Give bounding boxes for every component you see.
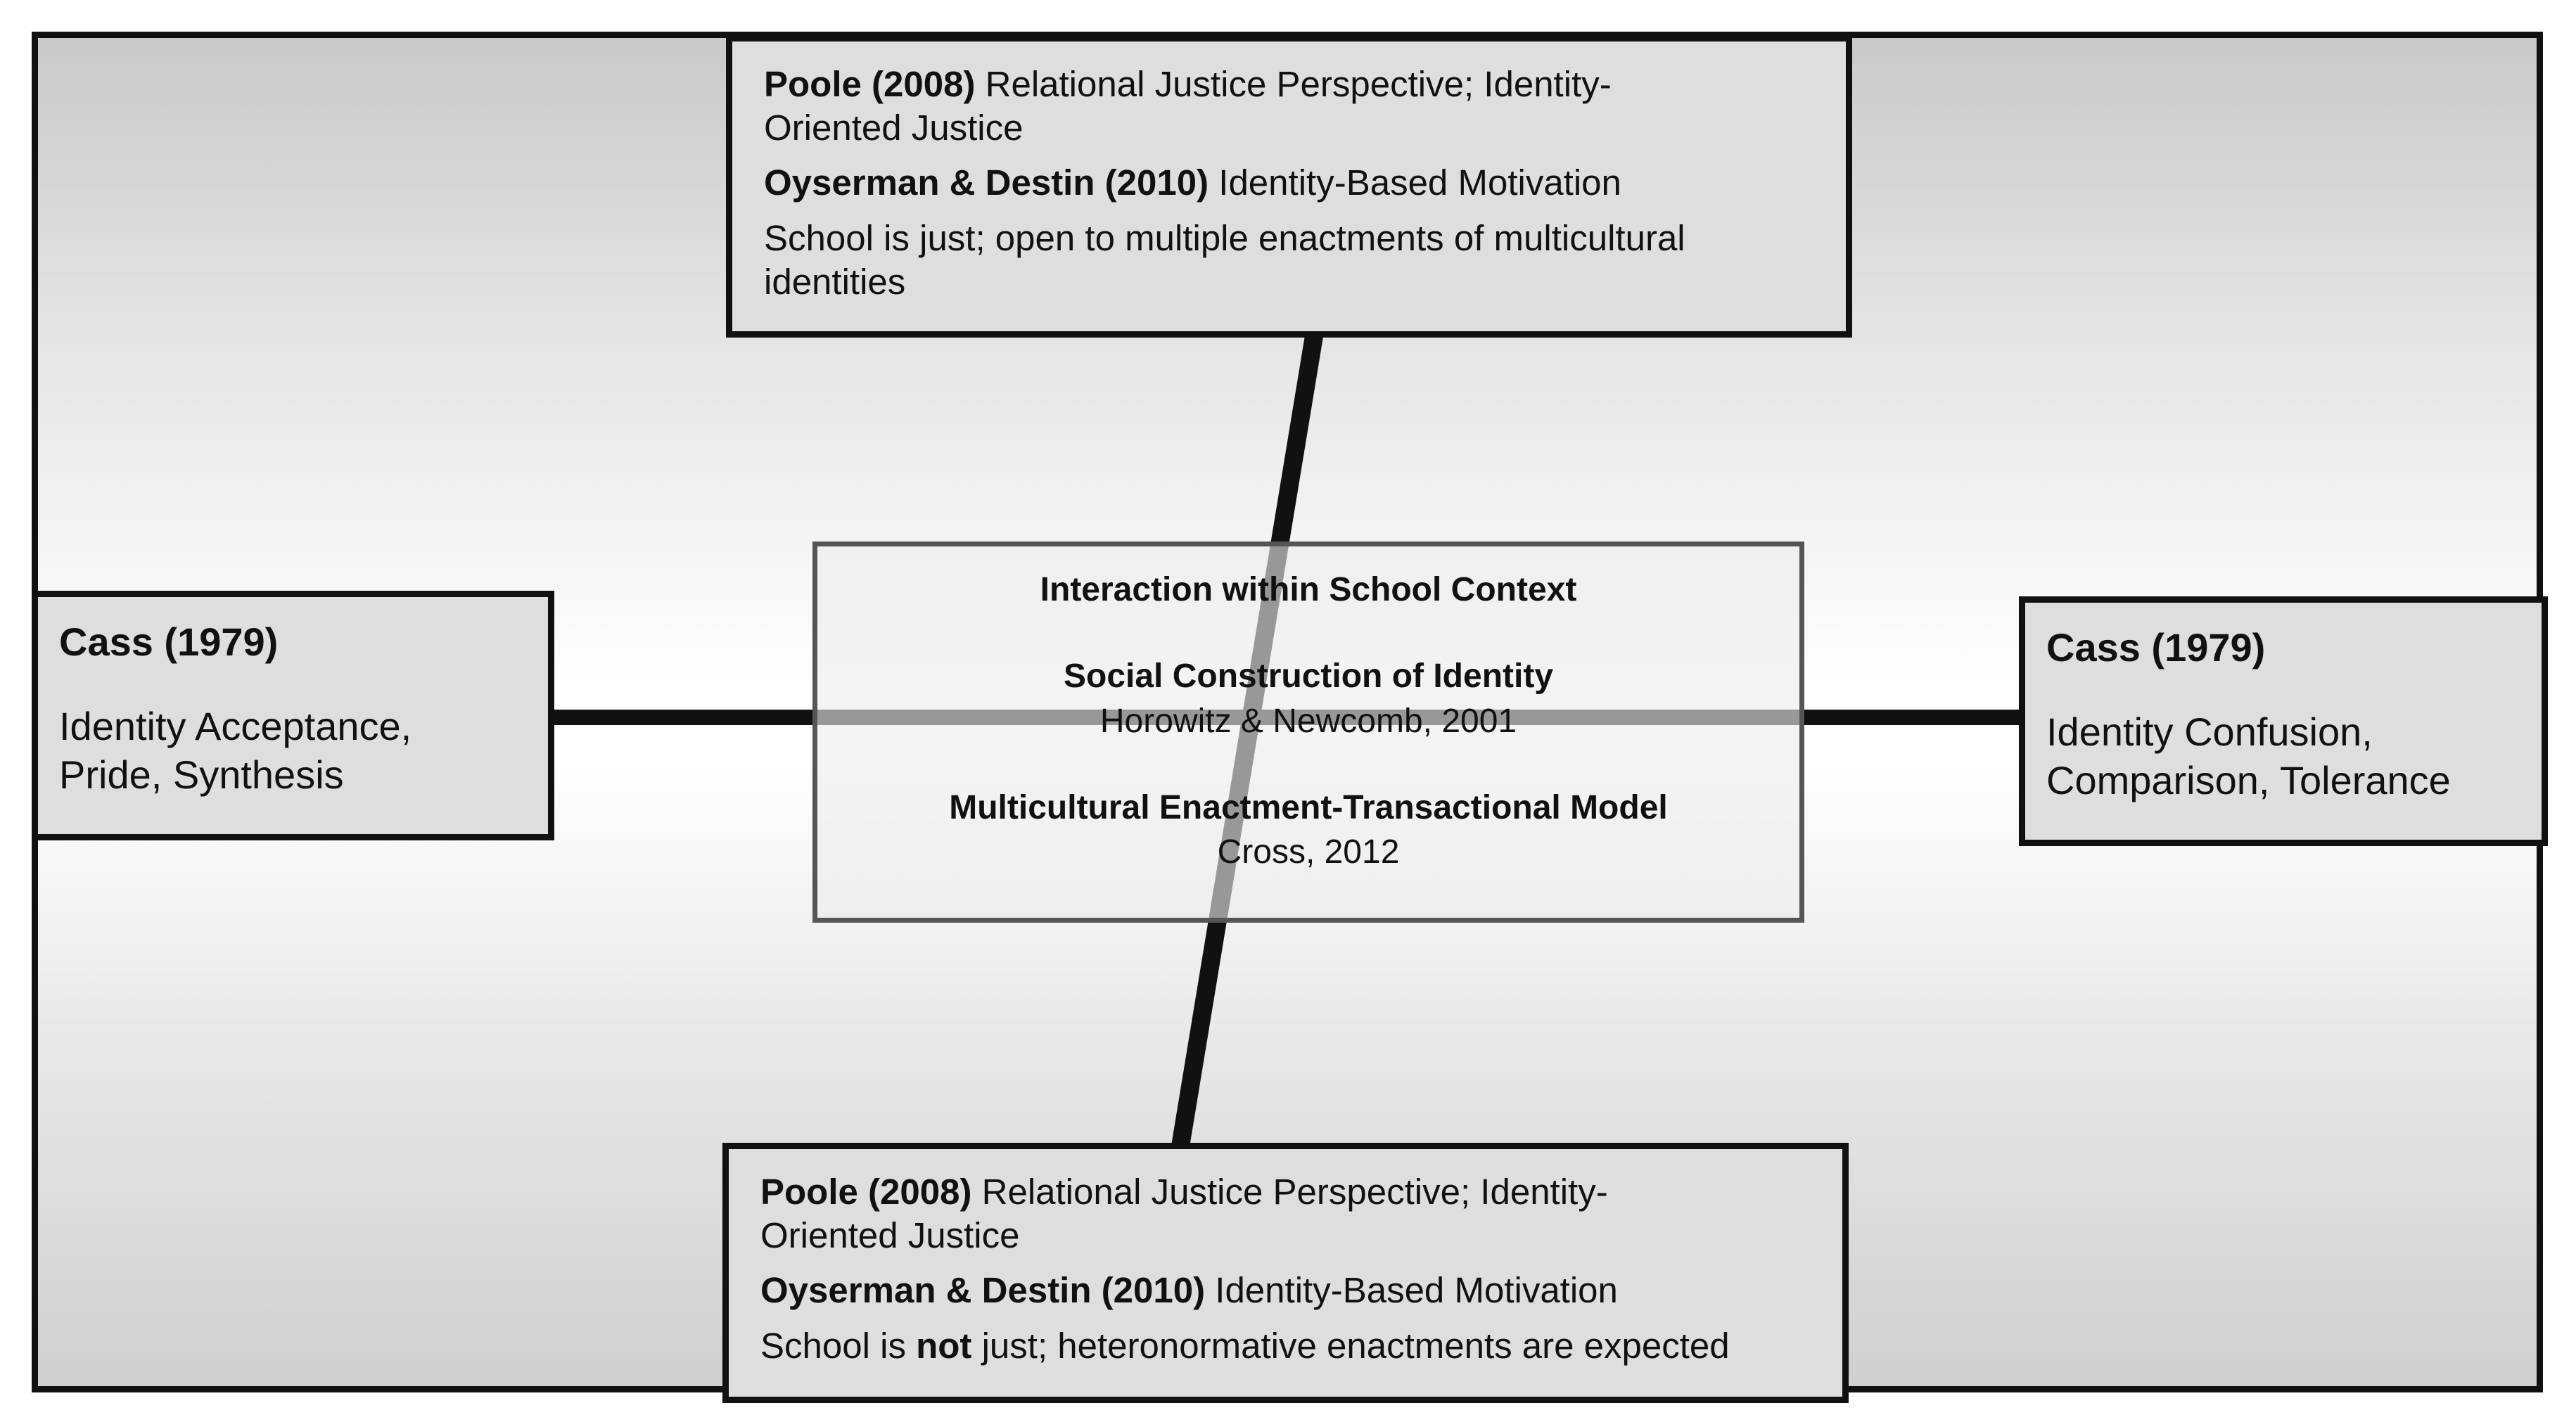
left-box-cass: Cass (1979) Identity Acceptance, Pride, …: [32, 591, 554, 840]
bottom-oyserman-citation: Oyserman & Destin (2010): [760, 1270, 1206, 1311]
top-poole-text: Relational Justice Perspective; Identity…: [975, 64, 1612, 104]
center-box-school-context: Interaction within School Context Social…: [812, 542, 1804, 923]
left-cass-heading: Cass (1979): [59, 620, 279, 664]
top-poole-citation: Poole (2008): [764, 64, 976, 104]
center-title: Interaction within School Context: [1040, 571, 1577, 608]
bottom-oyserman-text: Identity-Based Motivation: [1205, 1270, 1618, 1311]
top-poole-text-cont: Oriented Justice: [764, 108, 1024, 148]
bottom-school-statement-post: just; heteronormative enactments are exp…: [971, 1325, 1730, 1366]
top-school-statement-line2: identities: [764, 261, 906, 302]
right-box-cass: Cass (1979) Identity Confusion, Comparis…: [2019, 596, 2548, 846]
right-cass-line2: Comparison, Tolerance: [2046, 757, 2451, 802]
center-social-construction-title: Social Construction of Identity: [1063, 658, 1554, 696]
center-social-construction-cite: Horowitz & Newcomb, 2001: [1099, 702, 1517, 740]
right-cass-heading: Cass (1979): [2046, 625, 2266, 670]
left-cass-line1: Identity Acceptance,: [59, 704, 412, 749]
top-box-just-school: Poole (2008) Relational Justice Perspect…: [726, 35, 1852, 338]
bottom-poole-citation: Poole (2008): [760, 1172, 972, 1212]
center-multicultural-model-title: Multicultural Enactment-Transactional Mo…: [949, 789, 1668, 827]
bottom-poole-text: Relational Justice Perspective; Identity…: [971, 1172, 1608, 1212]
bottom-box-not-just-school: Poole (2008) Relational Justice Perspect…: [722, 1143, 1849, 1403]
top-school-statement-line1: School is just; open to multiple enactme…: [764, 217, 1685, 258]
center-multicultural-model-cite: Cross, 2012: [1217, 833, 1400, 871]
bottom-school-statement-pre: School is: [760, 1325, 917, 1366]
top-oyserman-citation: Oyserman & Destin (2010): [764, 162, 1209, 203]
left-cass-line2: Pride, Synthesis: [59, 752, 344, 797]
bottom-school-statement-not: not: [916, 1325, 972, 1366]
bottom-poole-text-cont: Oriented Justice: [760, 1215, 1020, 1256]
top-oyserman-text: Identity-Based Motivation: [1209, 162, 1621, 203]
right-cass-line1: Identity Confusion,: [2046, 710, 2373, 755]
